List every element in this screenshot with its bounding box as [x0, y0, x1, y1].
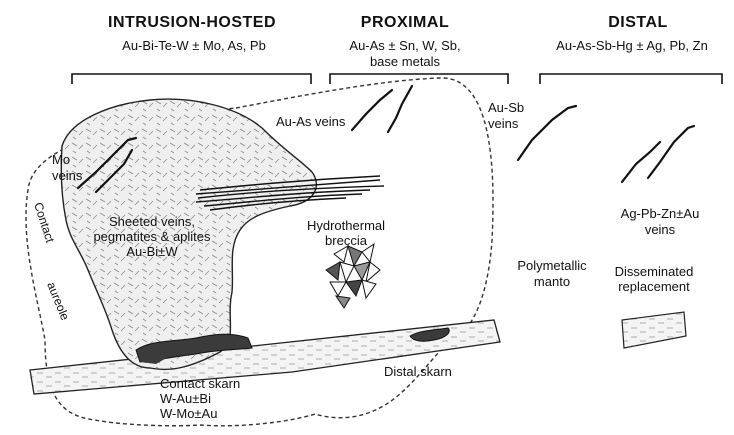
zone-elements-distal: Au-As-Sb-Hg ± Ag, Pb, Zn: [556, 38, 708, 53]
svg-text:breccia: breccia: [325, 233, 368, 248]
svg-text:veins: veins: [645, 222, 676, 237]
zone-brackets: [72, 74, 722, 84]
au-as-veins-label: Au-As veins: [276, 114, 346, 129]
svg-text:Hydrothermal: Hydrothermal: [307, 218, 385, 233]
contact-label: Contact: [31, 201, 57, 245]
au-sb-veins-label: Au-Sb veins: [488, 100, 524, 131]
svg-text:veins: veins: [52, 168, 83, 183]
au-sb-veins: [518, 106, 576, 160]
zone-title-distal: DISTAL: [608, 14, 668, 31]
manto-label: Polymetallic manto: [517, 258, 587, 289]
zone-title-intrusion-hosted: INTRUSION-HOSTED: [108, 14, 276, 31]
svg-text:Polymetallic: Polymetallic: [517, 258, 587, 273]
svg-text:Disseminated: Disseminated: [615, 264, 694, 279]
distal-skarn-label: Distal skarn: [384, 364, 452, 379]
ag-pb-zn-label: Ag-Pb-Zn±Au veins: [621, 206, 700, 237]
svg-text:Sheeted veins,: Sheeted veins,: [109, 214, 195, 229]
aureole-label: aureole: [44, 280, 72, 323]
svg-text:Contact skarn: Contact skarn: [160, 376, 240, 391]
svg-text:Mo: Mo: [52, 152, 70, 167]
contact-skarn-label: Contact skarn W-Au±Bi W-Mo±Au: [160, 376, 240, 421]
breccia-label: Hydrothermal breccia: [307, 218, 385, 248]
svg-text:manto: manto: [534, 274, 570, 289]
svg-text:W-Au±Bi: W-Au±Bi: [160, 391, 211, 406]
svg-text:Au-Bi±W: Au-Bi±W: [126, 244, 178, 259]
svg-text:Ag-Pb-Zn±Au: Ag-Pb-Zn±Au: [621, 206, 700, 221]
ag-pb-zn-veins: [622, 126, 694, 182]
svg-text:veins: veins: [488, 116, 519, 131]
svg-text:W-Mo±Au: W-Mo±Au: [160, 406, 217, 421]
zone-title-proximal: PROXIMAL: [361, 14, 449, 31]
au-as-veins: [352, 86, 412, 132]
disseminated-replacement-block: [622, 312, 686, 348]
zone-elements-proximal-1: Au-As ± Sn, W, Sb,: [349, 38, 460, 53]
svg-text:pegmatites & aplites: pegmatites & aplites: [93, 229, 211, 244]
zone-elements-proximal-2: base metals: [370, 54, 441, 69]
svg-text:replacement: replacement: [618, 279, 690, 294]
svg-text:Au-Sb: Au-Sb: [488, 100, 524, 115]
zone-elements-intrusion-hosted: Au-Bi-Te-W ± Mo, As, Pb: [122, 38, 266, 53]
disseminated-label: Disseminated replacement: [615, 264, 694, 294]
hydrothermal-breccia: [326, 244, 380, 308]
